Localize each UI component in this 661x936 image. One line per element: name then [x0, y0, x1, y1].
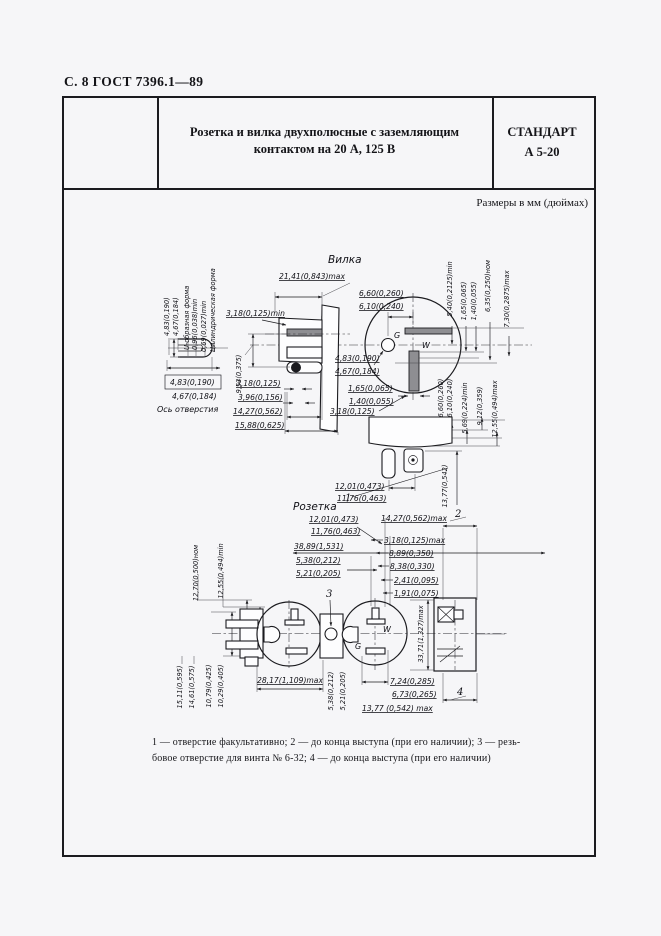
dim-label: 6,60(0,260) — [359, 289, 404, 298]
dim-label: 13,77(0,542) — [441, 465, 449, 508]
dim-label: 4,83(0,190) — [170, 378, 215, 387]
header-divider-right — [492, 98, 494, 188]
dim-label: 6,10(0,240) — [359, 302, 404, 311]
ground-pin-label: G — [394, 331, 400, 340]
dim-label: 7,24(0,285) — [390, 677, 435, 686]
standard-code: А 5-20 — [524, 145, 560, 159]
callout-3: 3 — [326, 589, 332, 600]
dim-label: 1,40(0,055) — [470, 282, 478, 321]
units-note: Размеры в мм (дюймах) — [476, 197, 588, 209]
socket-middle-block — [319, 613, 344, 659]
dim-label: 6,73(0,265) — [392, 690, 437, 699]
socket-view: Розетка 12,01(0,473) 11,76(0,463) 14,27(… — [176, 501, 546, 713]
header-band-divider — [64, 188, 594, 190]
card-title-line1: Розетка и вилка двухполюсные с заземляющ… — [189, 125, 460, 139]
dim-label: 0,96(0,038)min — [191, 299, 199, 350]
dim-label: 9,53(0,375) — [235, 355, 243, 394]
dim-label: 4,67(0,184) — [335, 367, 380, 376]
dim-label: 12,01(0,473) — [335, 482, 384, 491]
socket-right-face — [341, 598, 408, 670]
header-divider-left — [157, 98, 159, 188]
standard-block: СТАНДАРТ А 5-20 — [492, 122, 592, 162]
dim-label: Цилиндрическая форма — [209, 268, 217, 352]
dim-label: 15,11(0,595) — [176, 666, 184, 709]
dim-label: 4,83(0,190) — [163, 297, 171, 336]
dim-label: 3,18(0,125) — [330, 407, 375, 416]
dim-label: 8,38(0,330) — [390, 562, 435, 571]
dim-label: 5,38(0,212) — [296, 556, 341, 565]
dim-label: 15,88(0,625) — [235, 421, 284, 430]
dim-label: 4,83(0,190) — [335, 354, 380, 363]
socket-side-plate — [225, 608, 264, 667]
footnote-line1: 1 — отверстие факультативно; 2 — до конц… — [152, 737, 521, 748]
dim-label: 1,65(0,065) — [460, 282, 468, 321]
dim-label: 28,17(1,109)max — [257, 676, 323, 685]
callout-1: 1 — [345, 493, 351, 504]
footnote: 1 — отверстие факультативно; 2 — до конц… — [152, 735, 538, 766]
dim-label: 12,55(0,494)min — [217, 543, 225, 598]
dim-label: 11,76(0,463) — [311, 527, 360, 536]
dim-label: 5,69(0,224)min — [461, 382, 469, 433]
dim-box — [164, 374, 222, 390]
dim-label: 10,79(0,425) — [205, 665, 213, 708]
dim-label: 33,71(1,327)max — [417, 605, 425, 662]
dim-label: 10,29(0,405) — [217, 665, 225, 708]
dim-label: 8,89(0,350) — [389, 549, 434, 558]
dim-label: 3,18(0,125) — [236, 379, 281, 388]
dim-label: 1,40(0,055) — [349, 397, 394, 406]
callout-4: 4 — [456, 687, 463, 698]
dim-label: 9,12(0,359) — [476, 387, 484, 426]
dim-label: 6,10(0,240) — [446, 379, 454, 418]
plug-view: Вилка 4,83(0,190) 4,67(0,184) U-образная… — [157, 254, 532, 507]
dim-label: 2,41(0,095) — [394, 576, 439, 585]
dim-label: 4,67(0,184) — [172, 392, 217, 401]
socket-side-box — [433, 597, 477, 672]
dim-label: 38,89(1,531) — [294, 542, 343, 551]
dim-label: 5,40(0,2125)min — [446, 261, 454, 316]
dim-label: 12,55(0,494)max — [491, 380, 499, 437]
dim-label: 14,61(0,575) — [188, 666, 196, 709]
dim-label: 6,35(0,250)ном — [484, 260, 492, 312]
plug-bottom-view — [368, 416, 453, 479]
dim-label: 14,27(0,562) — [233, 407, 282, 416]
dim-label: 5,21(0,205) — [339, 672, 347, 711]
page-header: С. 8 ГОСТ 7396.1—89 — [64, 74, 204, 89]
socket-left-face — [256, 600, 322, 668]
callout-2: 2 — [454, 509, 461, 520]
dim-label: U-образная форма — [183, 286, 191, 350]
card-title: Розетка и вилка двухполюсные с заземляющ… — [159, 124, 490, 158]
dim-label: 1,91(0,075) — [394, 589, 439, 598]
dim-label: 11,76(0,463) — [337, 494, 386, 503]
dim-label: 5,38(0,212) — [327, 672, 335, 711]
socket-title: Розетка — [293, 501, 337, 513]
document-frame: Розетка и вилка двухполюсные с заземляющ… — [62, 96, 596, 857]
standard-word: СТАНДАРТ — [507, 125, 577, 139]
plug-title: Вилка — [328, 254, 362, 266]
dim-label: 6,60(0,260) — [437, 379, 445, 418]
dim-label: 21,41(0,843)max — [279, 272, 345, 281]
socket-ground-label: G — [355, 642, 361, 651]
socket-neutral-label: W — [383, 625, 392, 634]
u-pin-detail — [166, 338, 228, 371]
footnote-line2: бовое отверстие для винта № 6-32; 4 — до… — [152, 752, 491, 764]
axis-label: Ось отверстия — [157, 405, 218, 414]
dim-label: 14,27(0,562)max — [381, 514, 447, 523]
dim-label: 12,70(0,500)ном — [192, 545, 200, 601]
dim-label: 3,18(0,125)min — [226, 309, 285, 318]
dim-label: 0,69(0,027)min — [200, 301, 208, 352]
dim-label: 13,77 (0,542) max — [362, 704, 433, 713]
dim-label: 5,21(0,205) — [296, 569, 341, 578]
dim-label: 12,01(0,473) — [309, 515, 358, 524]
dim-label: 7,30(0,2875)max — [503, 270, 511, 327]
dim-label: 3,18(0,125)max — [384, 536, 446, 545]
dim-label: 1,65(0,065) — [348, 384, 393, 393]
dim-label: 3,96(0,156) — [238, 393, 283, 402]
neutral-pin-label: W — [422, 341, 431, 350]
plug-side-view — [265, 304, 449, 498]
dim-label: 4,67(0,184) — [172, 297, 180, 336]
card-title-line2: контактом на 20 А, 125 В — [253, 142, 396, 156]
